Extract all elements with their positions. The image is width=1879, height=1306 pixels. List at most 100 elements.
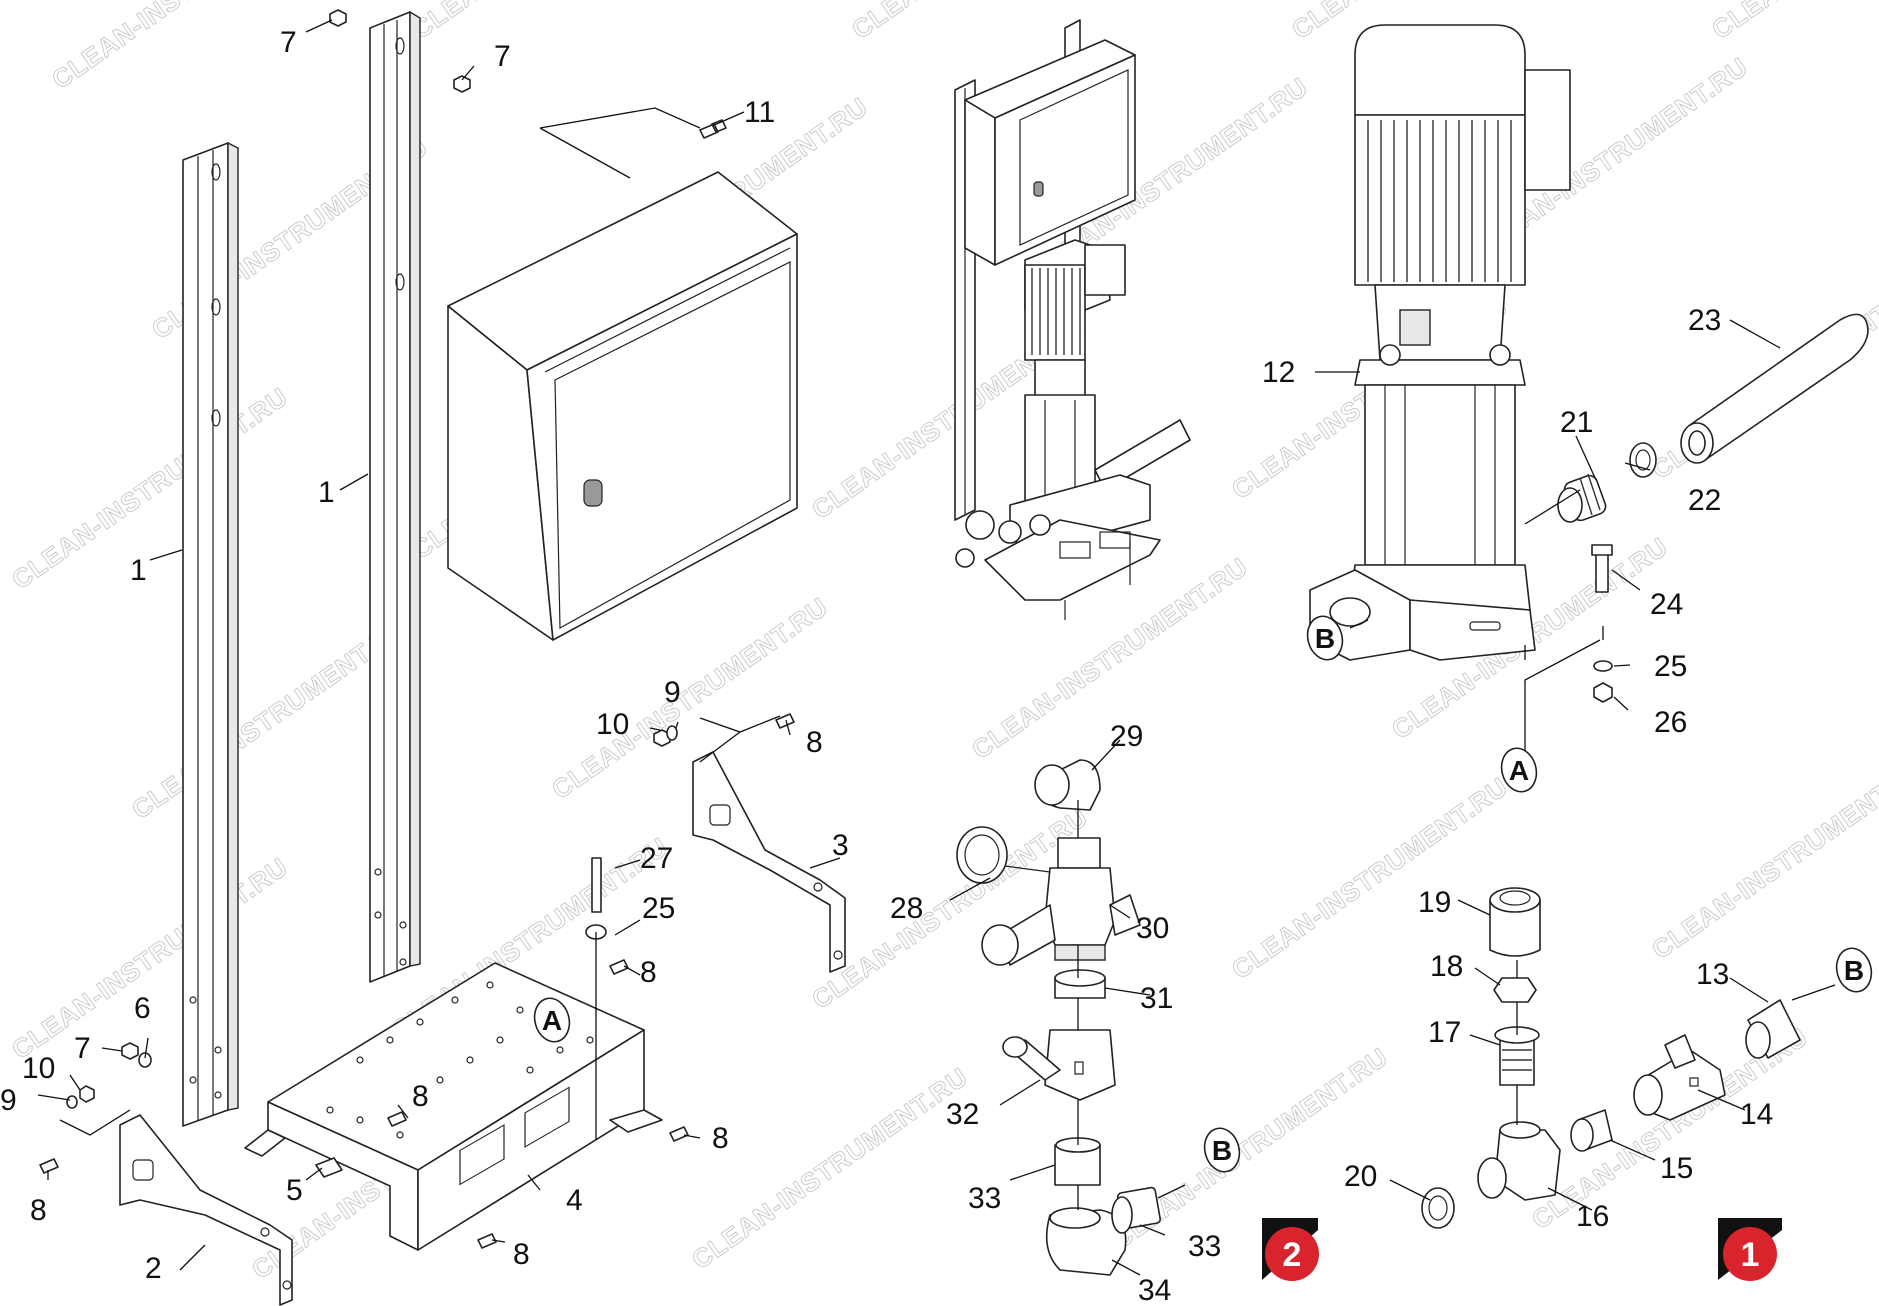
vertical-pump — [1309, 24, 1571, 661]
variant-badge-2: 2 — [1262, 1218, 1319, 1281]
part-label-7: 7 — [74, 1032, 91, 1065]
lock-icon — [1033, 181, 1044, 197]
part-label-4: 4 — [566, 1184, 583, 1217]
washer-icon — [1593, 660, 1613, 672]
part-label-10: 10 — [596, 708, 629, 741]
reference-label: B — [1212, 1135, 1232, 1166]
part-label-3: 3 — [832, 829, 849, 862]
part-label-2: 2 — [145, 1252, 162, 1285]
hose-and-fittings — [1557, 313, 1869, 523]
leader-lines-right — [1315, 319, 1781, 760]
part-label-15: 15 — [1660, 1152, 1693, 1185]
part-label-18: 18 — [1430, 950, 1463, 983]
part-label-8: 8 — [640, 956, 657, 989]
nut-icon — [329, 9, 347, 27]
nut-icon — [453, 75, 471, 93]
pump-mount-fasteners — [1591, 544, 1613, 703]
part-label-32: 32 — [946, 1098, 979, 1131]
watermark-text: CLEAN-INSTRUMENT.RU — [846, 0, 1133, 45]
valve-assembly-1 — [1421, 887, 1801, 1229]
part-label-30: 30 — [1136, 912, 1169, 945]
part-label-7: 7 — [494, 40, 511, 73]
part-label-25: 25 — [1654, 650, 1687, 683]
part-label-34: 34 — [1138, 1274, 1171, 1306]
bracket-right — [692, 751, 846, 973]
part-label-23: 23 — [1688, 304, 1721, 337]
washer-icon — [138, 1052, 152, 1068]
leader-lines-left — [37, 19, 841, 1271]
reference-mark-b-pump: B — [1306, 615, 1344, 661]
part-label-29: 29 — [1110, 720, 1143, 753]
part-label-16: 16 — [1576, 1200, 1609, 1233]
part-label-8: 8 — [806, 726, 823, 759]
reference-label: A — [1509, 755, 1529, 786]
reference-mark-b-valve-2: B — [1203, 1127, 1241, 1173]
variant-badge-1: 1 — [1718, 1218, 1782, 1281]
nut-icon — [1593, 682, 1613, 703]
part-label-8: 8 — [30, 1194, 47, 1227]
nut-icon — [121, 1042, 139, 1060]
badge-label: 1 — [1741, 1236, 1760, 1274]
part-label-14: 14 — [1740, 1098, 1773, 1131]
part-label-12: 12 — [1262, 356, 1295, 389]
screw-icon — [477, 1233, 497, 1249]
reference-mark-a-pump: A — [1500, 747, 1538, 793]
part-label-22: 22 — [1688, 484, 1721, 517]
bolt-icon — [1595, 551, 1609, 593]
part-label-19: 19 — [1418, 886, 1451, 919]
part-label-1: 1 — [318, 476, 335, 509]
part-label-9: 9 — [664, 676, 681, 709]
bracket-left — [119, 1114, 293, 1306]
part-label-26: 26 — [1654, 706, 1687, 739]
reference-label: B — [1315, 623, 1335, 654]
badge-label: 2 — [1283, 1236, 1302, 1274]
part-label-11: 11 — [744, 96, 775, 129]
watermark-text: CLEAN-INSTRUMENT.RU — [1646, 751, 1879, 965]
reference-label: A — [542, 1005, 562, 1036]
screw-icon — [669, 1126, 689, 1142]
nut-icon — [79, 1085, 95, 1103]
screw-icon — [39, 1158, 59, 1174]
washer-icon — [666, 725, 678, 741]
washer-icon — [66, 1095, 78, 1109]
upright-post-right — [369, 10, 421, 983]
part-label-6: 6 — [134, 992, 151, 1025]
part-label-28: 28 — [890, 892, 923, 925]
screw-icon — [315, 1157, 343, 1178]
watermark-text: CLEAN-INSTRUMENT.RU — [546, 591, 833, 805]
part-number-labels: 7 7 11 1 1 6 7 10 9 8 2 5 4 8 8 8 8 10 9… — [0, 26, 1773, 1306]
leader-lines-right-bottom — [1389, 899, 1836, 1211]
part-label-5: 5 — [286, 1174, 303, 1207]
part-label-8: 8 — [412, 1080, 429, 1113]
screw-icon — [387, 1111, 407, 1127]
lock-icon — [583, 479, 603, 507]
reference-mark-a-base: A — [533, 997, 571, 1043]
part-label-27: 27 — [640, 842, 673, 875]
bolt-icon — [591, 857, 602, 913]
screw-icon — [775, 713, 795, 729]
valve-assembly-2 — [956, 759, 1162, 1276]
nut-icon — [653, 729, 671, 747]
watermark-text: CLEAN-INSTRUMENT.RU — [6, 851, 293, 1065]
reference-mark-b-valve-1: B — [1835, 947, 1873, 993]
part-label-21: 21 — [1560, 406, 1593, 439]
watermark-text: CLEAN-INSTRUMENT.RU — [6, 381, 293, 595]
watermark-text: CLEAN-INSTRUMENT.RU — [406, 0, 693, 45]
part-label-24: 24 — [1650, 588, 1683, 621]
bolt-head-icon — [1591, 544, 1613, 556]
part-label-17: 17 — [1428, 1016, 1461, 1049]
leader-lines-center — [949, 739, 1186, 1276]
screw-icon — [699, 119, 727, 139]
part-label-7: 7 — [280, 26, 297, 59]
assembled-pump-unit — [954, 19, 1191, 620]
part-label-9: 9 — [0, 1084, 17, 1117]
watermark-text: CLEAN-INSTRUMENT.RU — [686, 1061, 973, 1275]
watermark-text: CLEAN-INSTRUMENT.RU — [1706, 0, 1879, 45]
part-label-20: 20 — [1344, 1160, 1377, 1193]
part-label-31: 31 — [1140, 982, 1173, 1015]
part-label-25: 25 — [642, 892, 675, 925]
watermark-text: CLEAN-INSTRUMENT.RU — [1226, 771, 1513, 985]
part-label-8: 8 — [712, 1122, 729, 1155]
part-label-33: 33 — [968, 1182, 1001, 1215]
